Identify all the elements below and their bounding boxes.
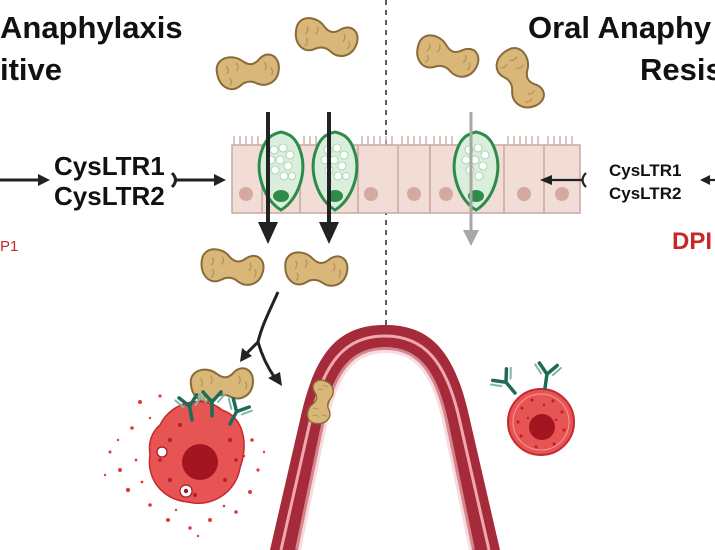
- peanut-icon: [282, 250, 350, 289]
- peanut-icon: [214, 51, 282, 92]
- epithelium-right: [429, 136, 581, 214]
- signal-arrow-right-in: [540, 172, 587, 188]
- left-enzyme-label: P1: [0, 238, 19, 255]
- right-title-line1: Oral Anaphy: [528, 10, 712, 45]
- signal-arrow-left-in: [0, 174, 50, 186]
- left-receptor-label-2: CysLTR2: [54, 181, 165, 211]
- right-title-line2: Resis: [640, 52, 715, 87]
- transport-arrow-left-2: [319, 112, 339, 244]
- peanut-icon: [198, 246, 267, 289]
- right-enzyme-label: DPI: [672, 228, 713, 255]
- peanut-icon: [411, 31, 483, 83]
- goblet-cell-right: [452, 130, 500, 212]
- mast-cell-intact: [507, 388, 575, 456]
- peanut-icon: [490, 42, 550, 115]
- transport-arrow-left-1: [258, 112, 278, 244]
- right-receptor-label-2: CysLTR2: [609, 184, 682, 203]
- right-receptor-label-1: CysLTR1: [609, 161, 682, 180]
- peanut-icon: [291, 14, 361, 61]
- branch-arrow: [240, 291, 282, 386]
- antibody-icon: [530, 360, 563, 392]
- signal-arrow-right-edge: [700, 175, 715, 185]
- left-title-line1: Anaphylaxis: [0, 10, 183, 45]
- signal-arrow-left-out: [170, 171, 226, 189]
- blood-vessel: [270, 325, 500, 550]
- mast-cell-degranulating: [103, 394, 266, 538]
- granule-spray: [103, 394, 266, 538]
- left-receptor-label-1: CysLTR1: [54, 151, 165, 181]
- left-title-line2: itive: [0, 52, 63, 87]
- transport-arrow-right: [463, 112, 479, 246]
- goblet-cell-left-1: [257, 130, 305, 212]
